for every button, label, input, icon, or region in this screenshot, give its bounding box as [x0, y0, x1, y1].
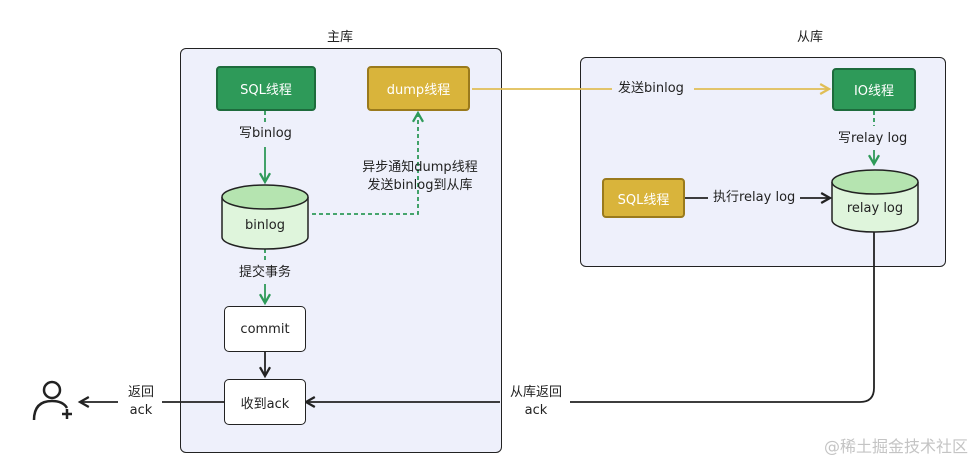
slave-return-line1: 从库返回	[509, 385, 562, 400]
receive-ack-box[interactable]: 收到ack	[224, 379, 306, 425]
binlog-label: binlog	[245, 218, 285, 233]
exec-relay-log-label: 执行relay log	[713, 190, 796, 205]
user-add-icon	[32, 380, 72, 421]
slave-sql-thread[interactable]: SQL线程	[602, 178, 685, 218]
io-thread[interactable]: IO线程	[832, 68, 916, 111]
write-binlog-label: 写binlog	[239, 126, 292, 141]
slave-return-line2: ack	[524, 403, 548, 418]
async-notify-label: 异步通知dump线程 发送binlog到从库	[355, 159, 485, 195]
return-line1: 返回	[127, 385, 154, 400]
master-title: 主库	[326, 30, 353, 45]
write-relay-log-label: 写relay log	[838, 131, 908, 146]
master-sql-thread[interactable]: SQL线程	[216, 66, 316, 111]
return-line2: ack	[129, 403, 153, 418]
watermark: @稀土掘金技术社区	[823, 437, 968, 456]
commit-box[interactable]: commit	[224, 306, 306, 352]
commit-txn-label: 提交事务	[239, 265, 292, 280]
slave-title: 从库	[796, 30, 823, 45]
relay-log-label: relay log	[846, 201, 904, 216]
dump-thread[interactable]: dump线程	[367, 66, 470, 111]
slave-return-ack-label: 从库返回 ack	[504, 384, 568, 420]
async-notify-line2: 发送binlog到从库	[367, 178, 473, 193]
async-notify-line1: 异步通知dump线程	[362, 160, 478, 175]
send-binlog-label: 发送binlog	[618, 81, 684, 96]
return-ack-label: 返回 ack	[120, 384, 162, 420]
